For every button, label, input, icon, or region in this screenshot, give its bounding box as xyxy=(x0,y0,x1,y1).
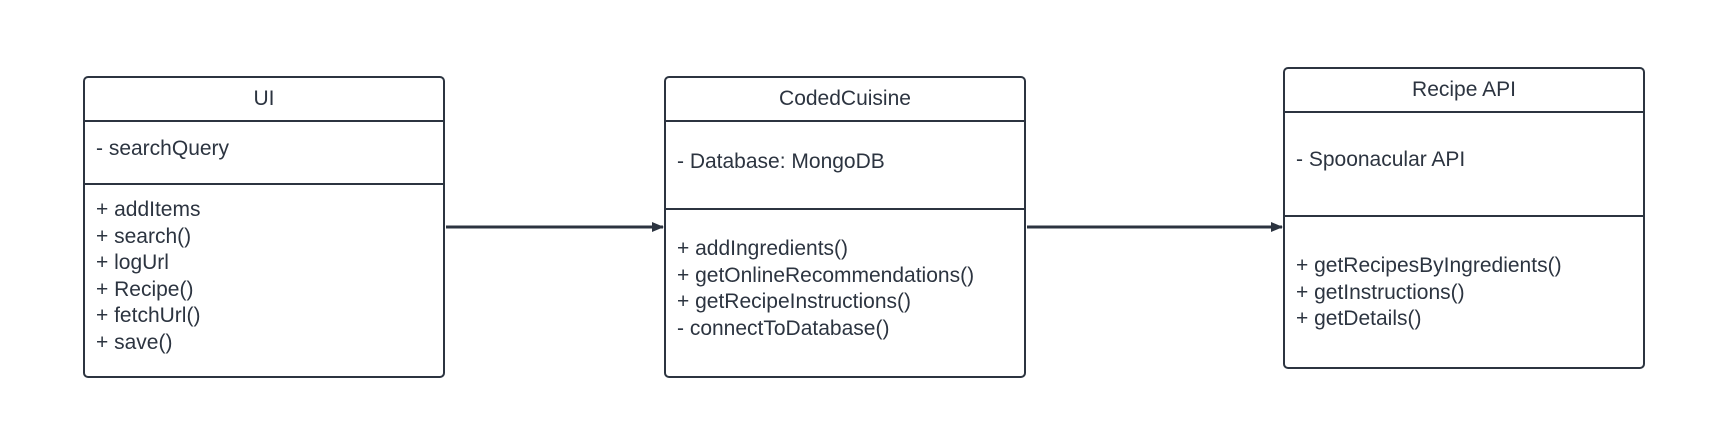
operation: - connectToDatabase() xyxy=(677,316,890,340)
class-name-recipe-api: Recipe API xyxy=(1285,69,1643,113)
attributes-section: - searchQuery xyxy=(85,122,443,185)
operation: + save() xyxy=(96,330,173,354)
operation: + getRecipeInstructions() xyxy=(677,290,912,313)
operations-section: + addIngredients() + getOnlineRecommenda… xyxy=(666,210,1024,342)
class-box-codedcuisine: CodedCuisine - Database: MongoDB + addIn… xyxy=(664,76,1026,378)
operation: + getOnlineRecommendations() xyxy=(677,263,975,287)
attributes-section: - Database: MongoDB xyxy=(666,122,1024,210)
operation: + Recipe() xyxy=(96,277,194,301)
class-box-recipe-api: Recipe API - Spoonacular API + getRecipe… xyxy=(1283,67,1645,369)
attributes-section: - Spoonacular API xyxy=(1285,113,1643,217)
class-box-ui: UI - searchQuery + addItems + search() +… xyxy=(83,76,445,378)
operation: + search() xyxy=(96,224,192,248)
attribute: - searchQuery xyxy=(96,137,230,160)
operations-section: + addItems + search() + logUrl + Recipe(… xyxy=(85,185,443,356)
attribute: - Database: MongoDB xyxy=(677,150,885,173)
operations-section: + getRecipesByIngredients() + getInstruc… xyxy=(1285,217,1643,333)
class-name-codedcuisine: CodedCuisine xyxy=(666,78,1024,122)
operation: + getRecipesByIngredients() xyxy=(1296,254,1562,277)
operation: + addIngredients() xyxy=(677,237,849,260)
class-name-ui: UI xyxy=(85,78,443,122)
operation: + getInstructions() xyxy=(1296,280,1465,304)
operation: + logUrl xyxy=(96,251,169,274)
operation: + addItems xyxy=(96,198,201,221)
attribute: - Spoonacular API xyxy=(1296,148,1466,171)
operation: + fetchUrl() xyxy=(96,304,201,327)
operation: + getDetails() xyxy=(1296,307,1422,330)
